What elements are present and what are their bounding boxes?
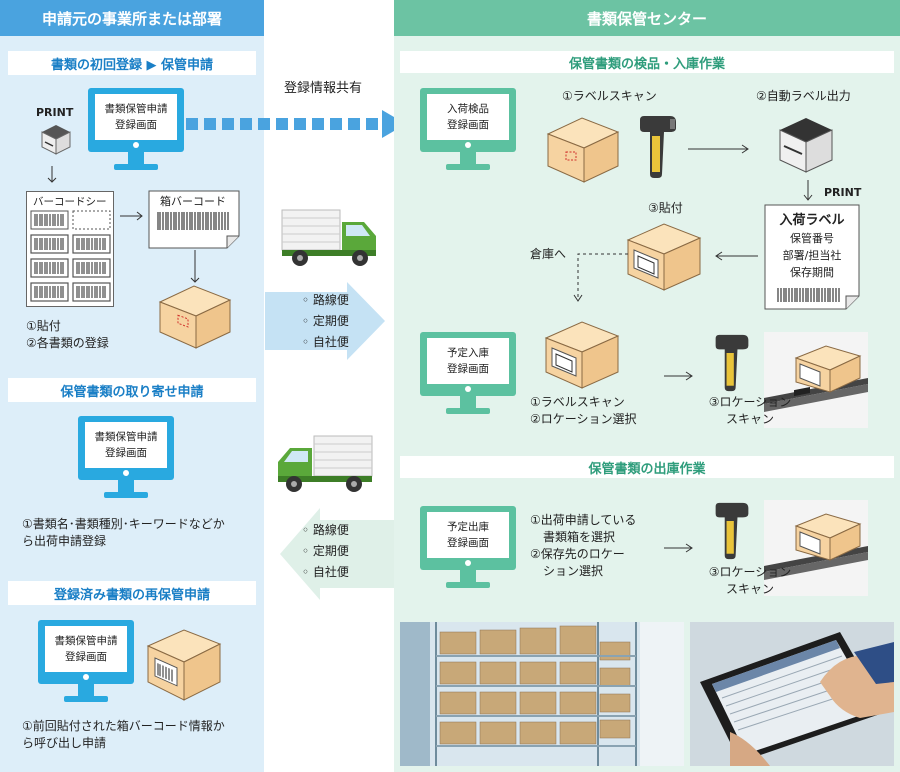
left-sec1-title: 書類の初回登録 ▶ 保管申請 [8,51,256,75]
monitor-outbound: 予定出庫登録画面 [420,506,516,594]
shelf-illustration [764,332,868,428]
box-icon [158,285,232,349]
dashed-arrow [186,110,406,138]
share-label: 登録情報共有 [284,81,363,96]
printer-icon [41,125,71,155]
truck-icon [278,435,373,492]
attach-text: ③貼付 [648,201,683,215]
monitor-text: 入荷検品登録画面 [447,103,489,131]
monitor-text: 予定出庫登録画面 [447,521,489,549]
route-in-list: ◦ 路線便 ◦ 定期便 ◦ 自社便 [302,293,349,349]
barcode-sheet-grid [30,210,111,302]
delivery-arrow-right [265,282,385,360]
print-label-right: PRINT [824,186,862,199]
monitor-inspection: 入荷検品登録画面 [420,88,516,176]
monitor-request: 書類保管申請登録画面 [78,416,174,502]
monitor-inbound: 予定入庫登録画面 [420,332,516,420]
label-scan-text: ①ラベルスキャン [562,89,657,103]
left-sec2-title: 保管書類の取り寄せ申請 [8,378,256,402]
monitor-restore: 書類保管申請登録画面 [38,620,134,706]
loc-scan-text: ③ロケーション スキャン [708,565,792,596]
arrow-right-icon [688,144,749,154]
monitor-registration: 書類保管申請登録画面 [88,88,184,174]
barcode-scanner-icon [715,334,749,392]
barcode-scanner-icon [640,116,676,178]
right-header: 書類保管センター [394,0,900,36]
barcode-scanner-icon [715,502,749,560]
box-icon [626,223,702,291]
arrow-down-icon [803,180,813,201]
box-icon [146,629,222,701]
left-sec3-note: ①前回貼付された箱バーコード情報か ら呼び出し申請 [22,719,225,750]
left-header: 申請元の事業所または部署 [0,0,264,36]
arrow-left-icon [715,251,758,261]
warehouse-photo [400,622,684,766]
monitor-text: 書類保管申請登録画面 [94,431,158,459]
monitor-text: 書類保管申請登録画面 [54,635,118,663]
left-sec2-note: ①書類名･書類種別･キーワードなどか ら出荷申請登録 [22,517,225,548]
truck-icon [281,209,376,266]
loc-scan-text: ③ロケーション スキャン [708,395,792,426]
arrival-label [764,204,860,310]
box-barcode-label [148,190,240,249]
box-icon [546,117,620,183]
shelf-illustration [764,500,868,596]
to-warehouse-text: 倉庫へ [530,247,567,261]
auto-print-text: ②自動ラベル出力 [756,89,851,103]
arrow-right-icon [664,371,693,381]
monitor-text: 予定入庫登録画面 [447,347,489,375]
box-icon [544,321,620,389]
print-label: PRINT [36,106,74,119]
tablet-photo [690,622,894,766]
arrow-right-icon [664,543,693,553]
right-sec2-title: 保管書類の出庫作業 [400,456,894,478]
arrival-label-text: 入荷ラベル 保管番号 部署/担当社 保存期間 [779,213,845,279]
monitor-text: 書類保管申請登録画面 [104,103,168,131]
connector-line [190,250,200,283]
outbound-steps: ①出荷申請している 書類箱を選択 ②保存先のロケー ション選択 [530,513,637,578]
printer-icon [779,118,833,173]
box-barcode-title: 箱バーコード [160,195,226,208]
route-out-list: ◦ 路線便 ◦ 定期便 ◦ 自社便 [302,523,349,579]
arrow-right-icon [120,211,143,221]
delivery-arrow-left [280,508,396,600]
inbound-steps: ①ラベルスキャン ②ロケーション選択 [530,395,637,426]
left-sec3-title: 登録済み書類の再保管申請 [8,581,256,605]
dashed-route [573,253,628,302]
arrow-down-icon [47,166,57,183]
left-sec1-steps: ①貼付 ②各書類の登録 [26,319,109,350]
right-sec1-title: 保管書類の検品・入庫作業 [400,51,894,73]
